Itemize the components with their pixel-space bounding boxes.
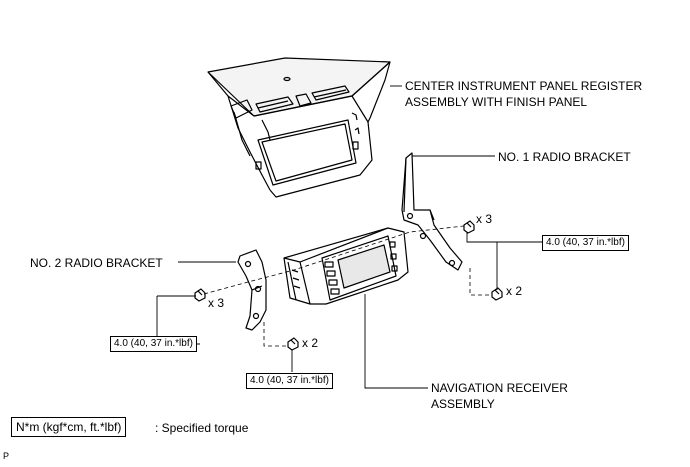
legend-torque-unit: N*m (kgf*cm, ft.*lbf)	[11, 417, 127, 437]
alignment-lines	[203, 225, 492, 347]
qty-right-lower: x 2	[506, 284, 523, 298]
qty-bottom: x 2	[302, 336, 319, 350]
bolt-symbols	[194, 220, 503, 351]
corner-code: P	[3, 451, 10, 461]
qty-left: x 3	[208, 296, 225, 310]
torque-spec-bottom: 4.0 (40, 37 in.*lbf)	[246, 373, 333, 389]
radio-bracket-2-drawing	[237, 249, 267, 331]
label-center-panel-line2: ASSEMBLY WITH FINISH PANEL	[405, 95, 588, 109]
torque-spec-right: 4.0 (40, 37 in.*lbf)	[542, 235, 629, 251]
radio-bracket-1-drawing	[401, 152, 463, 271]
label-radio-bracket-2: NO. 2 RADIO BRACKET	[30, 256, 163, 270]
label-radio-bracket-1: NO. 1 RADIO BRACKET	[498, 150, 631, 164]
label-center-panel-line1: CENTER INSTRUMENT PANEL REGISTER	[405, 79, 643, 93]
center-instrument-panel-drawing	[207, 57, 391, 198]
qty-right-upper: x 3	[476, 212, 493, 226]
torque-spec-left: 4.0 (40, 37 in.*lbf)	[110, 336, 197, 352]
label-nav-receiver-line2: ASSEMBLY	[431, 397, 495, 411]
navigation-receiver-drawing	[283, 227, 409, 305]
legend-description: : Specified torque	[155, 421, 249, 435]
label-nav-receiver-line1: NAVIGATION RECEIVER	[431, 381, 568, 395]
